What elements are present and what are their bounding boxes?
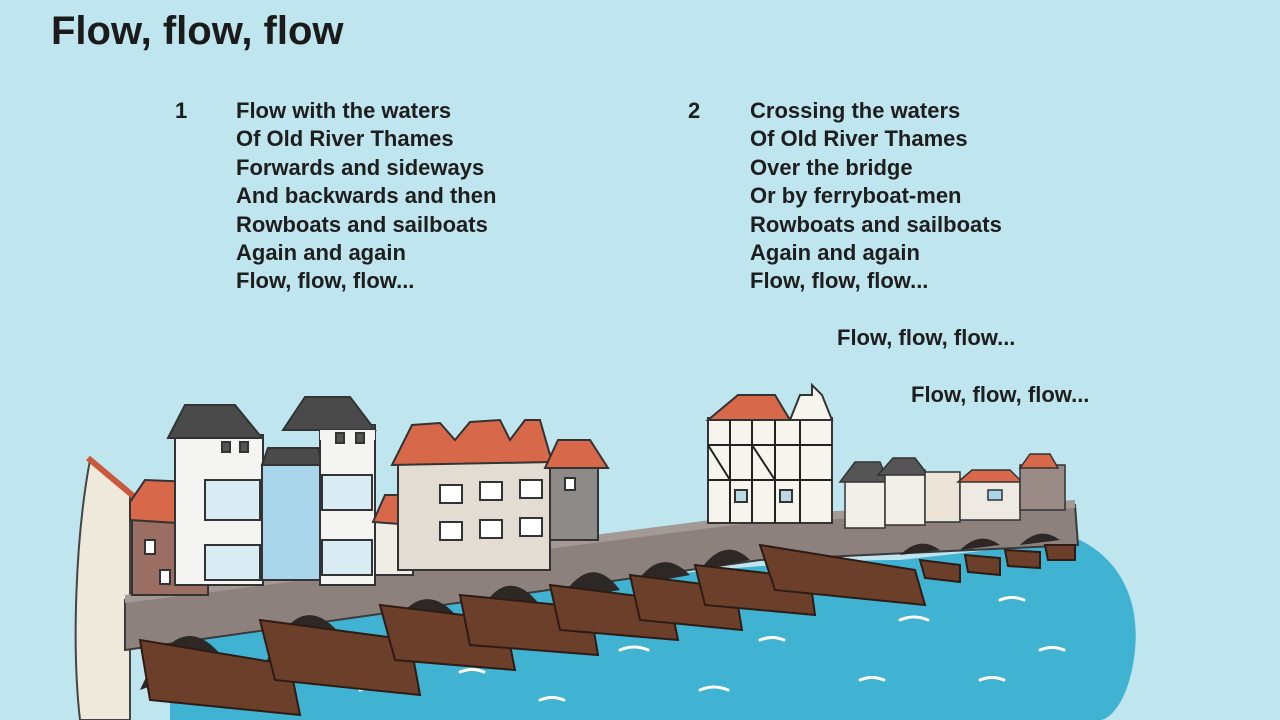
- verse-2-line: Or by ferryboat-men: [750, 183, 962, 209]
- verse-1-line: And backwards and then: [236, 183, 497, 209]
- verse-1-number: 1: [175, 98, 188, 123]
- verse-1-line: Again and again: [236, 240, 406, 266]
- verse-1-line: Flow, flow, flow...: [236, 268, 415, 294]
- echo-line-1: Flow, flow, flow...: [837, 325, 1016, 350]
- verse-1-line: Of Old River Thames: [236, 126, 454, 152]
- verse-2-line: Over the bridge: [750, 154, 913, 180]
- verse-2-line: Crossing the waters: [750, 98, 961, 123]
- verse-2-line: Of Old River Thames: [750, 126, 968, 152]
- verse-2-line: Again and again: [750, 240, 920, 266]
- verse-1-line: Forwards and sideways: [236, 154, 485, 180]
- verse-1-line: Rowboats and sailboats: [236, 211, 488, 237]
- verse-1-line: Flow with the waters: [236, 98, 452, 123]
- echo-line-2: Flow, flow, flow...: [911, 382, 1090, 407]
- verse-2-line: Flow, flow, flow...: [750, 268, 929, 294]
- verse-2-line: Rowboats and sailboats: [750, 211, 1002, 237]
- verse-2: Crossing the waters Of Old River Thames …: [750, 97, 1002, 296]
- verse-1: Flow with the waters Of Old River Thames…: [236, 97, 496, 296]
- verse-2-number: 2: [688, 98, 701, 123]
- page-title: Flow, flow, flow: [51, 9, 344, 53]
